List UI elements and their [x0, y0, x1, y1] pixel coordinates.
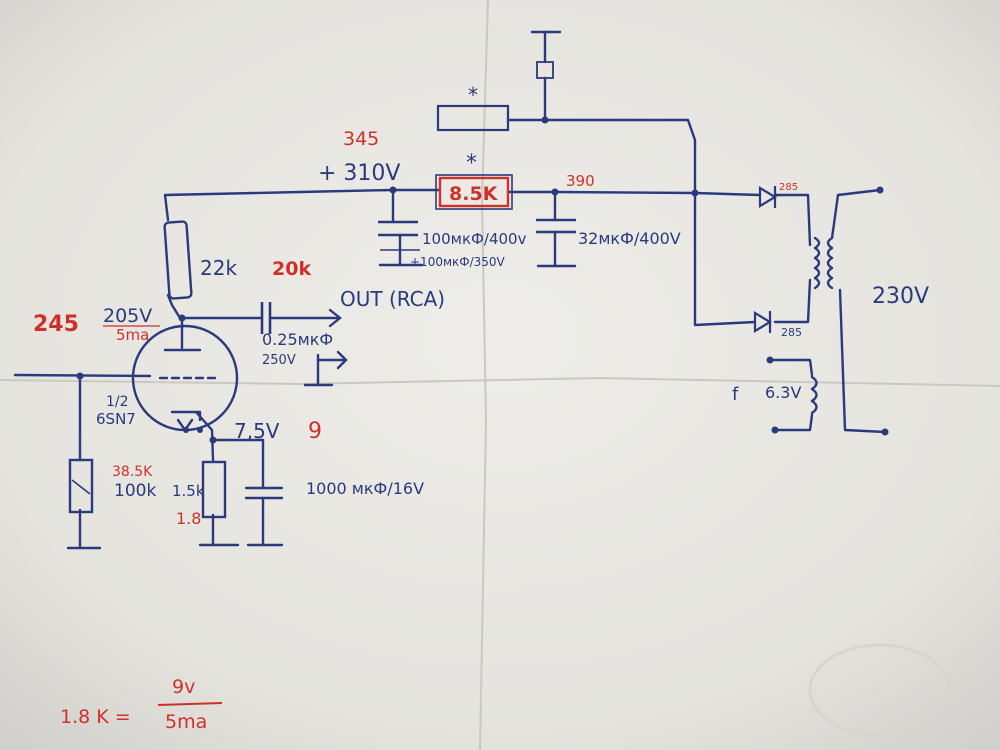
label-b-plus: + 310V — [318, 161, 400, 186]
label-right-voltage-red: 390 — [566, 172, 595, 190]
label-plate-voltage-red: 245 — [33, 312, 79, 337]
paper-stain — [808, 643, 952, 737]
label-tube-type: 6SN7 — [96, 410, 136, 428]
capacitor-32uf — [536, 218, 576, 234]
label-star-mid: * — [466, 151, 477, 176]
capacitor-100uf — [378, 220, 418, 237]
resistor-grid-100k — [68, 458, 94, 514]
label-cathode-voltage-red: 9 — [308, 419, 322, 444]
label-plate-resistor: 22k — [200, 256, 237, 280]
bias-arrow-icon — [336, 350, 348, 370]
label-cap-a1: 100мкФ/400v — [422, 230, 527, 248]
label-formula-denominator: 5ma — [165, 711, 207, 733]
label-cap-b: 32мкФ/400V — [578, 229, 681, 248]
label-formula-numerator: 9v — [172, 676, 195, 698]
label-output-cap: 0.25мкФ — [262, 330, 333, 349]
label-output-cap-voltage: 250V — [262, 353, 296, 368]
label-cathode-cap: 1000 мкФ/16V — [306, 479, 424, 498]
resistor-grid-slash — [71, 479, 91, 495]
label-heater-f: f — [732, 384, 739, 405]
diode-top — [758, 186, 778, 208]
circuit-wires — [13, 30, 887, 550]
resistor-plate-22k — [163, 220, 193, 300]
label-star-top: * — [468, 83, 478, 107]
label-formula-left: 1.8 K = — [60, 706, 131, 728]
resistor-top — [436, 104, 510, 132]
label-plate-resistor-red: 20k — [272, 258, 311, 280]
label-b-plus-red: 345 — [343, 128, 379, 150]
switch-top — [536, 61, 554, 79]
label-series-resistor: 8.5K — [449, 183, 499, 205]
diode-bottom — [753, 311, 773, 333]
label-heater-voltage: 6.3V — [765, 383, 801, 402]
label-diode-bottom: 285 — [781, 326, 802, 339]
formula-fraction-bar — [157, 702, 223, 706]
label-output: OUT (RCA) — [340, 287, 445, 311]
resistor-series-outline — [435, 174, 513, 210]
label-diode-top: 285 — [779, 182, 798, 193]
out-arrow-icon — [328, 308, 342, 328]
resistor-cathode-1-5k — [201, 460, 227, 519]
label-cathode-voltage: 7,5V — [234, 419, 280, 443]
label-cathode-resistor: 1.5k — [172, 482, 205, 500]
label-tube-half: 1/2 — [106, 394, 129, 410]
label-plate-current: 5ma — [116, 326, 149, 344]
terminals — [76, 116, 889, 444]
label-grid-resistor-red: 38.5K — [112, 464, 153, 480]
label-cathode-resistor-red: 1.8 — [176, 509, 201, 528]
resistor-series-8-5k — [438, 176, 510, 208]
label-grid-resistor: 100k — [114, 481, 156, 501]
label-cap-a2: +100мкФ/350V — [410, 255, 506, 269]
label-mains-voltage: 230V — [872, 284, 929, 309]
capacitor-output — [260, 302, 272, 334]
label-plate-voltage: 205V — [103, 305, 152, 327]
